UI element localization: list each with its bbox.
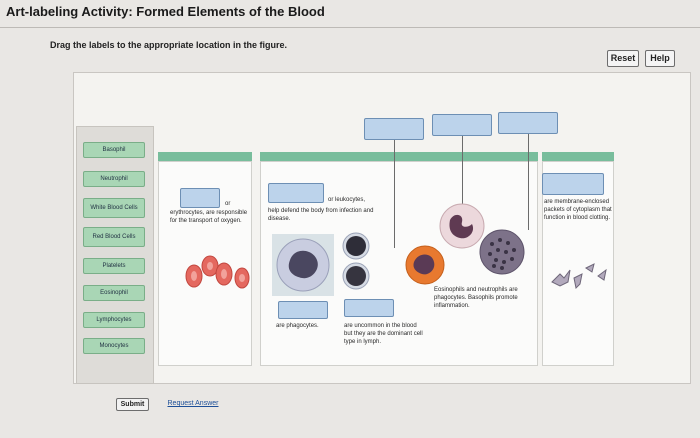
label-basophil[interactable]: Basophil [83, 142, 145, 158]
drop-zone-granulocyte-2[interactable] [432, 114, 492, 136]
drop-zone-granulocyte-3[interactable] [498, 112, 558, 134]
granulocytes-description: Eosinophils and neutrophils are phagocyt… [434, 287, 518, 309]
wbc-description: help defend the body from infection and … [268, 208, 374, 222]
wbc-band [260, 152, 538, 161]
label-white-blood-cells[interactable]: White Blood Cells [83, 198, 145, 218]
request-answer-link[interactable]: Request Answer [167, 400, 219, 407]
monocyte-image [272, 234, 334, 296]
reset-button[interactable]: Reset [607, 50, 639, 67]
leader-line [394, 140, 395, 248]
neutrophil-image [439, 203, 485, 249]
instructions: Drag the labels to the appropriate locat… [50, 40, 288, 50]
drop-zone-lymphocytes[interactable] [344, 299, 394, 317]
title-divider [0, 27, 700, 28]
platelets-image [551, 263, 607, 290]
submit-button[interactable]: Submit [116, 398, 149, 411]
lymphocyte-images [342, 232, 370, 290]
drop-zone-red-blood-cells[interactable] [180, 188, 220, 208]
eosinophil-image [405, 245, 445, 285]
help-button[interactable]: Help [645, 50, 675, 67]
label-platelets[interactable]: Platelets [83, 258, 145, 274]
rbc-band [158, 152, 252, 161]
label-monocytes[interactable]: Monocytes [83, 338, 145, 354]
drop-zone-phagocytes[interactable] [278, 301, 328, 319]
leader-line [528, 134, 529, 230]
basophil-image [479, 229, 525, 275]
page-title: Art-labeling Activity: Formed Elements o… [6, 4, 325, 19]
wbc-or-text: or leukocytes, [328, 197, 366, 203]
label-red-blood-cells[interactable]: Red Blood Cells [83, 227, 145, 247]
rbc-description: erythrocytes, are responsible for the tr… [170, 210, 248, 224]
leader-line [462, 136, 463, 204]
drop-zone-platelets[interactable] [542, 173, 604, 195]
label-lymphocytes[interactable]: Lymphocytes [83, 312, 145, 328]
drop-zone-granulocyte-1[interactable] [364, 118, 424, 140]
red-blood-cells-image [185, 255, 250, 289]
label-neutrophil[interactable]: Neutrophil [83, 171, 145, 187]
label-eosinophil[interactable]: Eosinophil [83, 285, 145, 301]
platelet-panel [542, 161, 614, 366]
platelets-description: are membrane-enclosed packets of cytopla… [544, 199, 612, 221]
rbc-or-text: or [225, 201, 231, 207]
drop-zone-white-blood-cells[interactable] [268, 183, 324, 203]
lymphocytes-description: are uncommon in the blood but they are t… [344, 323, 423, 345]
platelet-band [542, 152, 614, 161]
phagocytes-text: are phagocytes. [276, 323, 319, 329]
